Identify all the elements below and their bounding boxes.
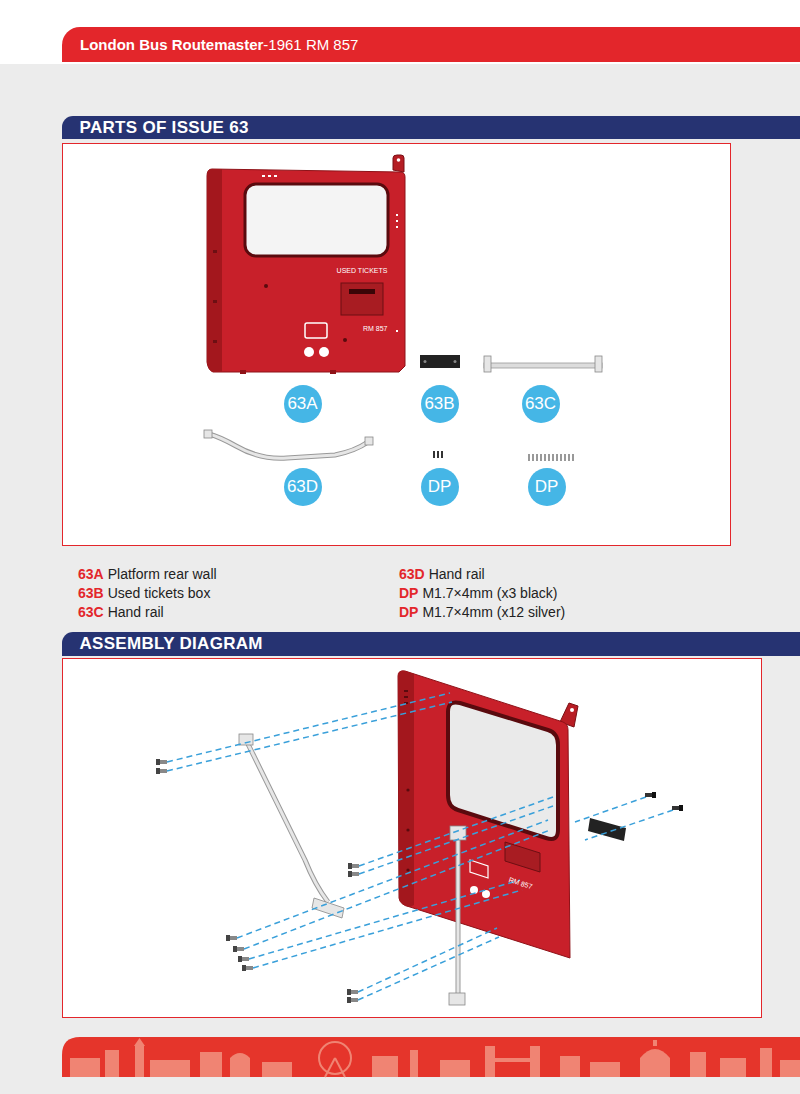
part-code: 63A: [78, 566, 104, 582]
parts-list-row: 63CHand rail: [78, 604, 164, 620]
parts-list-row: 63DHand rail: [399, 566, 485, 582]
part-name: Used tickets box: [108, 585, 211, 601]
callout-number: DP: [428, 477, 452, 497]
callout-circle: DP: [528, 468, 566, 506]
section-heading: ASSEMBLY DIAGRAM: [80, 634, 263, 653]
section-panel: ASSEMBLY DIAGRAM: [62, 658, 762, 1018]
callout-circle: 63B: [421, 385, 459, 423]
section-heading-band: PARTS OF ISSUE 63: [62, 116, 800, 139]
part-name: M1.7×4mm (x3 black): [422, 585, 557, 601]
parts-list-row: DPM1.7×4mm (x12 silver): [399, 604, 565, 620]
rear-wall-part: [207, 155, 405, 374]
callout-number: 63D: [287, 477, 318, 497]
part-code: 63B: [78, 585, 104, 601]
printed-sign: USED TICKETS: [337, 267, 388, 274]
section-panel: PARTS OF ISSUE 6363A63B63C63DDPDP: [62, 143, 731, 546]
section-heading: PARTS OF ISSUE 63: [80, 118, 249, 137]
part-code: 63D: [399, 566, 425, 582]
section-heading-band: ASSEMBLY DIAGRAM: [62, 632, 800, 656]
series-title: London Bus Routemaster: [80, 36, 263, 53]
callout-number: 63B: [424, 394, 454, 414]
callout-number: DP: [535, 477, 559, 497]
callout-number: 63C: [525, 394, 556, 414]
fleet-number: RM 857: [363, 325, 388, 332]
parts-list-row: 63BUsed tickets box: [78, 585, 210, 601]
callout-circle: 63D: [284, 468, 322, 506]
callout-number: 63A: [287, 394, 317, 414]
callout-circle: DP: [421, 468, 459, 506]
part-name: Hand rail: [108, 604, 164, 620]
part-code: 63C: [78, 604, 104, 620]
parts-list-row: DPM1.7×4mm (x3 black): [399, 585, 557, 601]
part-name: Platform rear wall: [108, 566, 217, 582]
callout-circle: 63A: [284, 385, 322, 423]
model-subtitle: -1961 RM 857: [263, 36, 358, 53]
part-code: DP: [399, 585, 418, 601]
skyline-footer: [62, 1037, 800, 1077]
part-code: DP: [399, 604, 418, 620]
assembly-wall: [398, 671, 578, 958]
parts-list-row: 63APlatform rear wall: [78, 566, 217, 582]
callout-circle: 63C: [522, 385, 560, 423]
part-name: M1.7×4mm (x12 silver): [422, 604, 565, 620]
header-band: London Bus Routemaster-1961 RM 857: [62, 27, 800, 62]
part-name: Hand rail: [429, 566, 485, 582]
